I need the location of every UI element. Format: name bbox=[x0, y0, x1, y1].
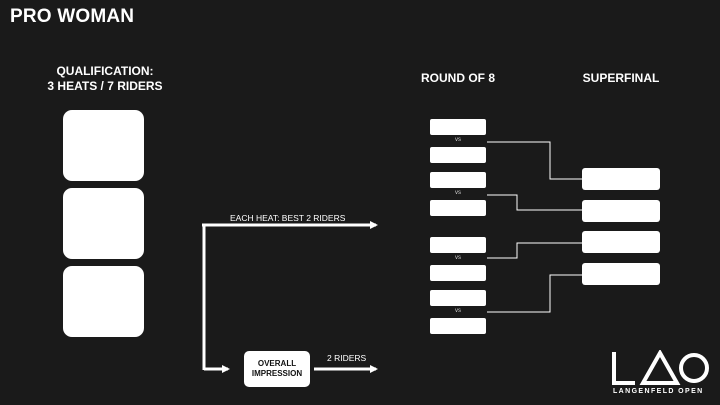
lao-logo-icon bbox=[612, 348, 709, 385]
overall-impression-label: OVERALL IMPRESSION bbox=[251, 359, 303, 378]
vs-label: vs bbox=[455, 137, 461, 143]
round-of-8-slot bbox=[430, 318, 486, 334]
bracket-line-2 bbox=[487, 194, 582, 211]
superfinal-slot bbox=[582, 168, 660, 190]
round-of-8-slot bbox=[430, 237, 486, 253]
superfinal-slot bbox=[582, 231, 660, 253]
qualification-heading-line1: QUALIFICATION: bbox=[56, 64, 154, 78]
round-of-8-slot bbox=[430, 147, 486, 163]
vs-label: vs bbox=[455, 308, 461, 314]
bracket-line-4 bbox=[487, 274, 582, 313]
vs-label: vs bbox=[455, 190, 461, 196]
page-title: PRO WOMAN bbox=[10, 6, 135, 27]
qualification-heading-line2: 3 HEATS / 7 RIDERS bbox=[47, 79, 163, 93]
round-of-8-slot bbox=[430, 200, 486, 216]
vs-label: vs bbox=[455, 255, 461, 261]
round-of-8-slot bbox=[430, 119, 486, 135]
round-of-8-slot bbox=[430, 172, 486, 188]
each-heat-label: EACH HEAT: BEST 2 RIDERS bbox=[230, 213, 346, 223]
bracket-line-1 bbox=[487, 141, 582, 180]
round-of-8-slot bbox=[430, 290, 486, 306]
qualification-heat-2 bbox=[63, 188, 144, 259]
qualification-heading: QUALIFICATION: 3 HEATS / 7 RIDERS bbox=[40, 64, 170, 94]
two-riders-label: 2 RIDERS bbox=[327, 353, 367, 363]
overall-impression-box: OVERALL IMPRESSION bbox=[244, 351, 310, 387]
superfinal-heading: SUPERFINAL bbox=[582, 71, 660, 85]
logo-subtitle: LANGENFELD OPEN bbox=[613, 388, 704, 395]
qualification-heat-3 bbox=[63, 266, 144, 337]
qualification-heat-1 bbox=[63, 110, 144, 181]
superfinal-slot bbox=[582, 263, 660, 285]
bracket-line-3 bbox=[487, 242, 582, 259]
round-of-8-slot bbox=[430, 265, 486, 281]
superfinal-slot bbox=[582, 200, 660, 222]
round-of-8-heading: ROUND OF 8 bbox=[420, 71, 495, 85]
langenfeld-open-logo: LANGENFELD OPEN bbox=[611, 348, 711, 400]
